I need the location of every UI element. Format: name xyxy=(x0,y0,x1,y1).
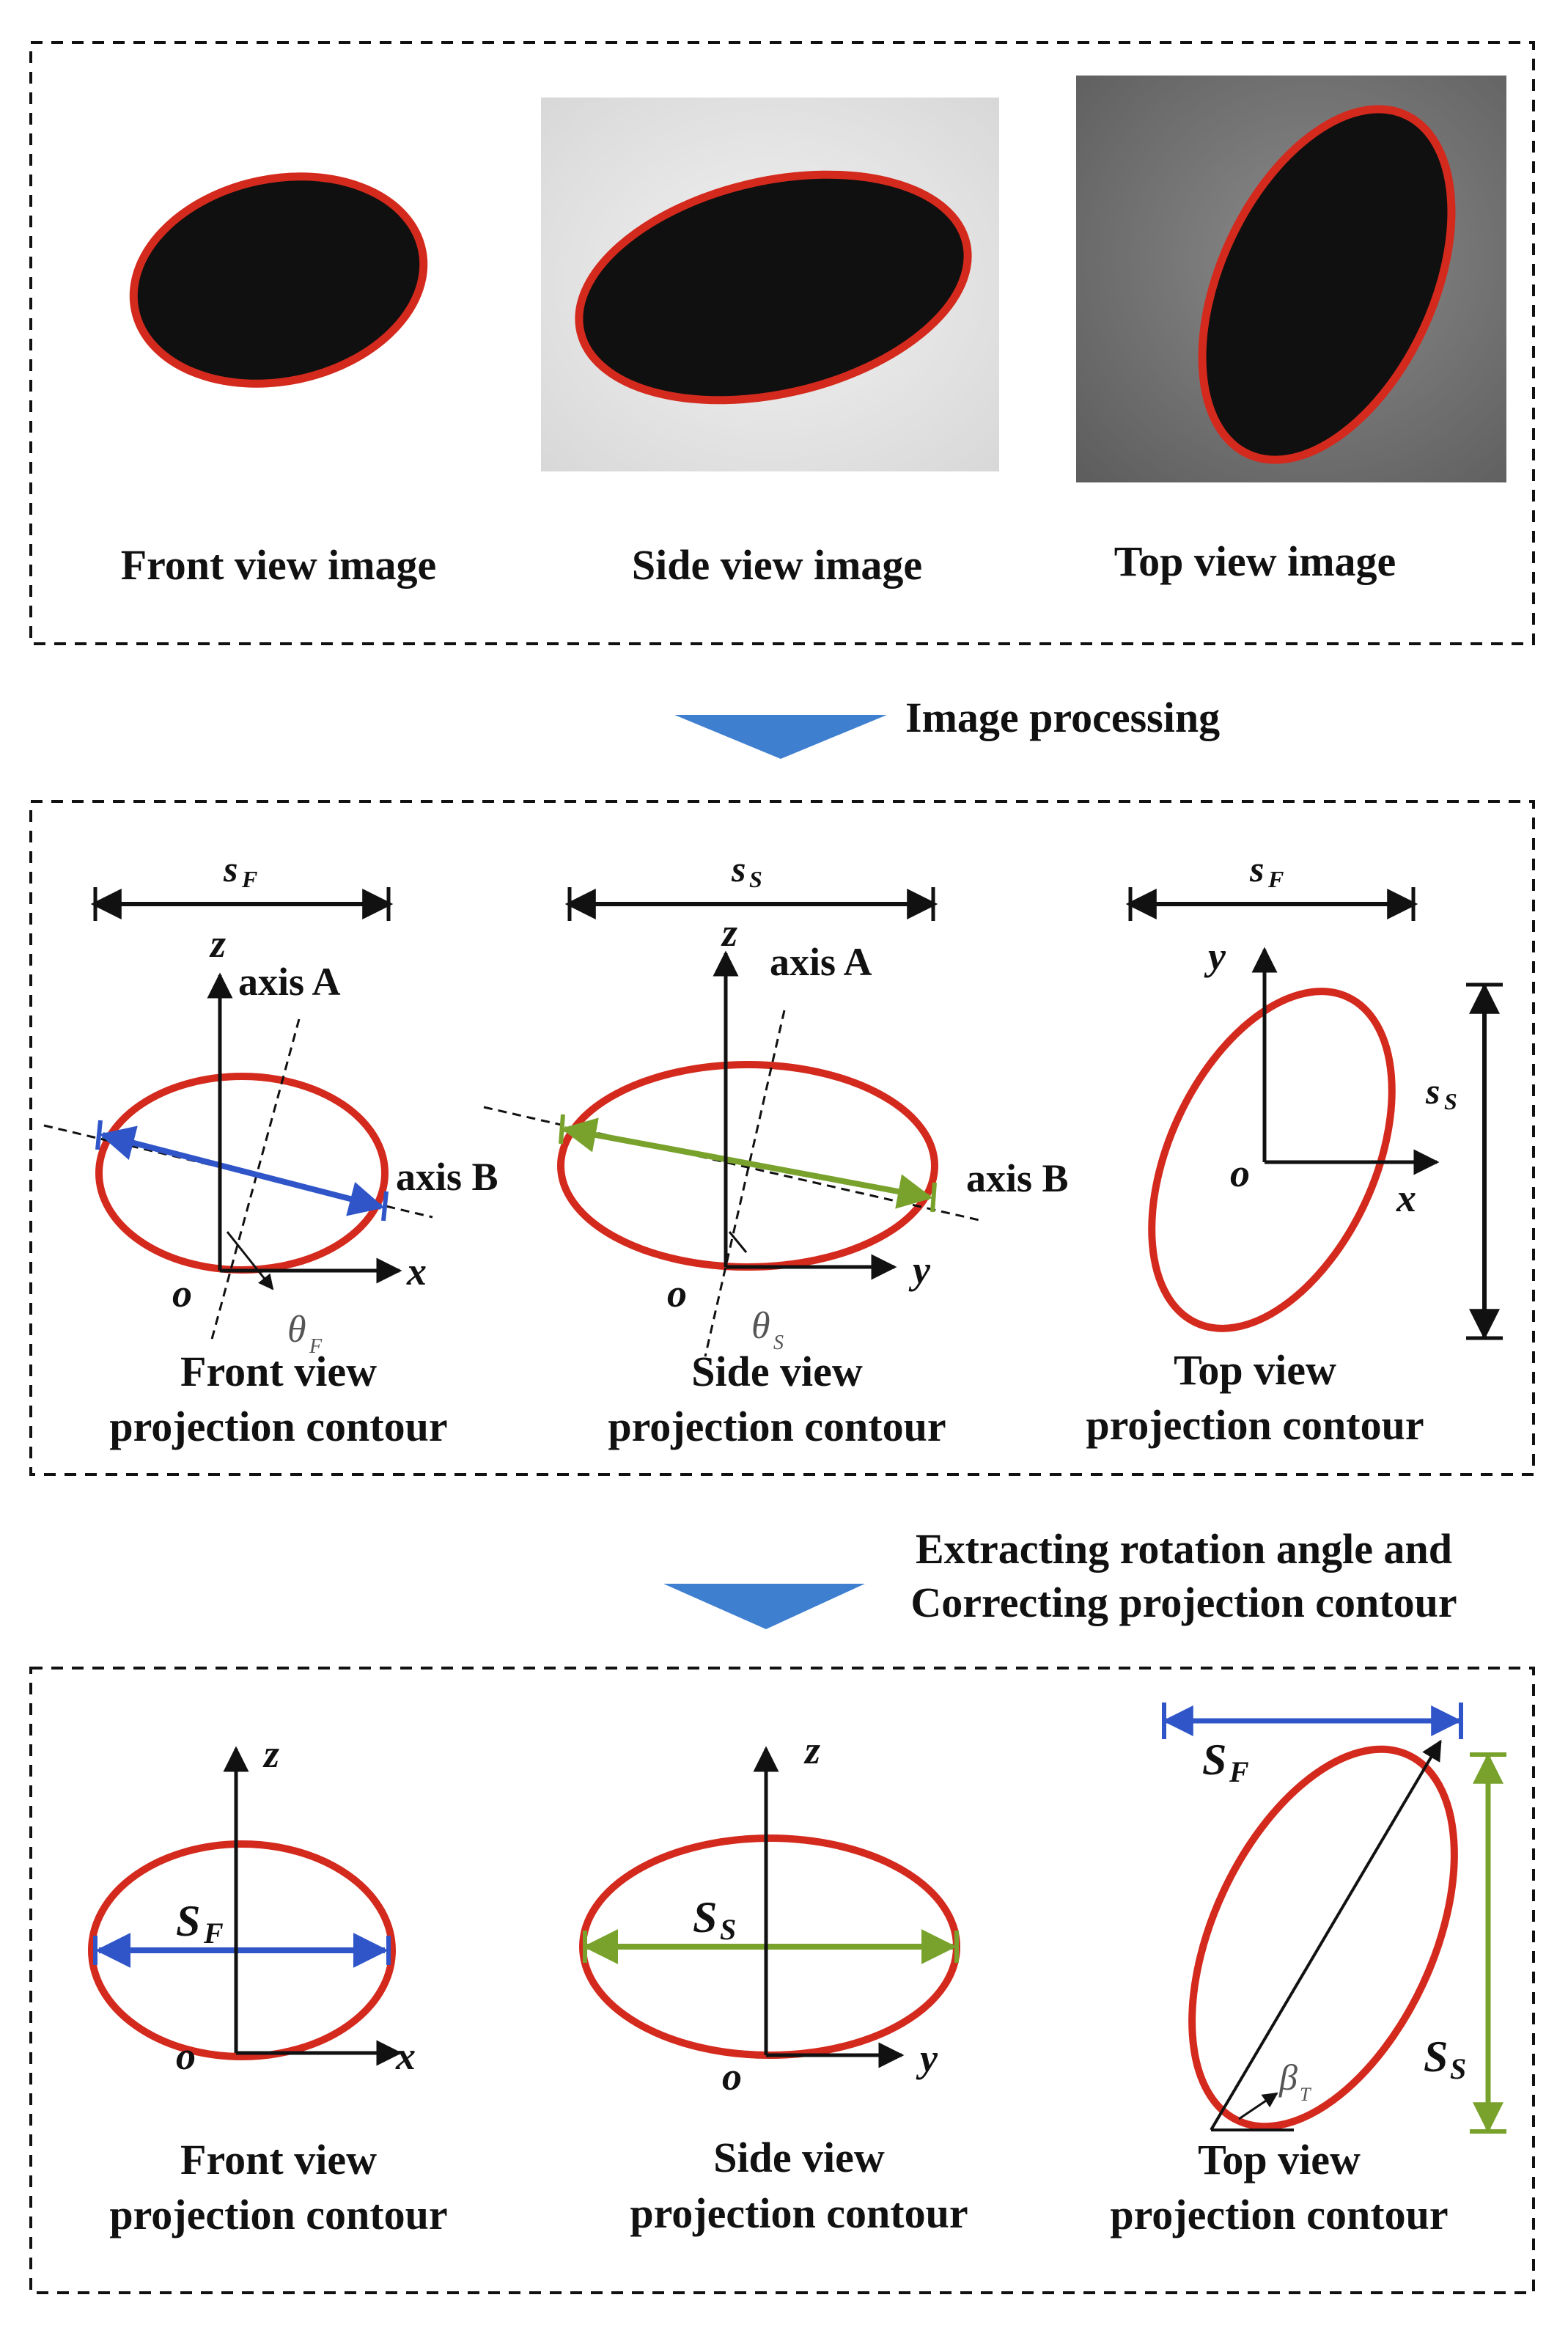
front-corrected-width-symbol: S xyxy=(176,1897,200,1945)
side-z-label: z xyxy=(721,911,737,955)
top-width-dimension: s F xyxy=(1125,848,1418,921)
side-corrected-caption-2: projection contour xyxy=(630,2189,968,2237)
front-angle-symbol: θ xyxy=(287,1309,306,1351)
front-view-image xyxy=(129,172,428,388)
step-correction-label-2: Correcting projection contour xyxy=(910,1579,1457,1626)
side-view-image-caption: Side view image xyxy=(632,541,922,589)
side-y-label: y xyxy=(908,1248,931,1292)
side-width-subscript: S xyxy=(749,866,762,892)
front-origin-label: o xyxy=(172,1271,192,1315)
front-corrected-z-label: z xyxy=(262,1732,279,1776)
side-axis-a-label: axis A xyxy=(770,940,872,984)
top-corrected: S F S S β T Top view projection contour xyxy=(1110,1703,1506,2238)
corrected-panel: z x o S F Front view projection contour … xyxy=(29,1667,1535,2294)
front-corrected-x-label: x xyxy=(395,2034,416,2078)
flow-arrow-down-icon-2 xyxy=(663,1584,865,1629)
side-angle-tick xyxy=(728,1231,748,1253)
side-corrected-width-subscript: S xyxy=(720,1913,736,1946)
side-projection: s S z y o axis A axis B θ S Side view pr… xyxy=(483,848,1069,1450)
side-projection-caption-1: Side view xyxy=(691,1348,863,1395)
top-corrected-angle-subscript: T xyxy=(1300,2084,1311,2105)
top-corrected-caption-1: Top view xyxy=(1198,2136,1361,2183)
front-projection-caption-1: Front view xyxy=(180,1348,377,1395)
side-corrected-origin-label: o xyxy=(722,2054,742,2098)
step-image-processing-label: Image processing xyxy=(905,694,1220,741)
side-corrected-z-label: z xyxy=(803,1728,820,1772)
side-axis-b-label: axis B xyxy=(966,1156,1069,1200)
front-angle-subscript: F xyxy=(309,1335,323,1358)
top-projection: s F s S y x o Top view projection contou… xyxy=(1086,848,1503,1449)
side-projection-caption-2: projection contour xyxy=(608,1403,946,1450)
top-projection-caption-2: projection contour xyxy=(1086,1401,1424,1449)
top-x-label: x xyxy=(1396,1176,1416,1220)
top-corrected-height-subscript: S xyxy=(1450,2052,1466,2085)
image-panel: Front view image Side view image Top vie… xyxy=(29,41,1535,645)
front-z-label: z xyxy=(209,922,226,966)
side-origin-label: o xyxy=(667,1271,687,1315)
side-width-symbol: s xyxy=(731,848,746,889)
correction-step: Extracting rotation angle and Correcting… xyxy=(663,1525,1457,1629)
top-corrected-width-dimension: S F xyxy=(1162,1703,1463,1788)
top-contour-ellipse xyxy=(1148,988,1396,1332)
side-width-dimension: s S xyxy=(564,848,938,921)
top-height-subscript: S xyxy=(1444,1088,1457,1114)
front-x-label: x xyxy=(406,1249,427,1293)
front-width-dimension: s F xyxy=(90,848,394,921)
front-corrected-width-subscript: F xyxy=(203,1917,224,1950)
side-corrected-width-symbol: S xyxy=(693,1893,717,1942)
top-origin-label: o xyxy=(1230,1151,1250,1195)
front-corrected-ellipse xyxy=(88,1840,396,2060)
front-width-symbol: s xyxy=(223,848,238,889)
front-view-image-caption: Front view image xyxy=(121,541,437,589)
side-view-image xyxy=(541,98,999,471)
front-width-subscript: F xyxy=(241,866,257,892)
top-width-subscript: F xyxy=(1267,866,1284,892)
top-y-label: y xyxy=(1204,934,1226,978)
top-corrected-width-subscript: F xyxy=(1229,1755,1249,1788)
side-angle-symbol: θ xyxy=(751,1305,770,1347)
side-green-major-axis xyxy=(561,1117,933,1209)
top-corrected-width-symbol: S xyxy=(1202,1736,1226,1784)
side-corrected-caption-1: Side view xyxy=(713,2134,885,2181)
image-processing-step: Image processing xyxy=(674,694,1220,759)
top-corrected-ellipse xyxy=(1188,1745,1458,2131)
front-angle-arrow xyxy=(226,1231,274,1290)
front-projection-caption-2: projection contour xyxy=(109,1403,447,1450)
front-corrected-origin-label: o xyxy=(176,2034,196,2078)
top-corrected-diagonal xyxy=(1210,1739,1442,2131)
top-height-dimension: s S xyxy=(1425,982,1503,1340)
side-corrected: z y o S S Side view projection contour xyxy=(579,1728,968,2237)
top-view-image xyxy=(1076,76,1506,482)
projection-panel: s F z x o axis A axis B θ F Front view p… xyxy=(29,800,1535,1476)
side-angle-subscript: S xyxy=(773,1332,784,1354)
front-corrected: z x o S F Front view projection contour xyxy=(88,1732,448,2238)
flow-arrow-down-icon xyxy=(674,715,887,759)
front-corrected-caption-1: Front view xyxy=(180,2136,377,2183)
front-axis-a-label: axis A xyxy=(238,960,341,1004)
front-blue-major-axis xyxy=(99,1125,385,1216)
top-height-symbol: s xyxy=(1425,1070,1440,1112)
front-axis-b-label: axis B xyxy=(396,1155,498,1199)
top-corrected-height-dimension: S S xyxy=(1424,1752,1506,2134)
top-width-symbol: s xyxy=(1249,848,1264,889)
top-projection-caption-1: Top view xyxy=(1174,1346,1336,1394)
top-corrected-angle-symbol: β xyxy=(1278,2057,1298,2098)
step-correction-label-1: Extracting rotation angle and xyxy=(916,1525,1452,1573)
front-corrected-caption-2: projection contour xyxy=(109,2191,447,2238)
side-corrected-y-label: y xyxy=(916,2036,938,2080)
top-corrected-caption-2: projection contour xyxy=(1110,2191,1448,2238)
top-corrected-angle-arrow xyxy=(1238,2092,1278,2120)
front-projection: s F z x o axis A axis B θ F Front view p… xyxy=(43,848,498,1450)
top-corrected-height-symbol: S xyxy=(1424,2032,1448,2081)
top-view-image-caption: Top view image xyxy=(1114,537,1396,585)
